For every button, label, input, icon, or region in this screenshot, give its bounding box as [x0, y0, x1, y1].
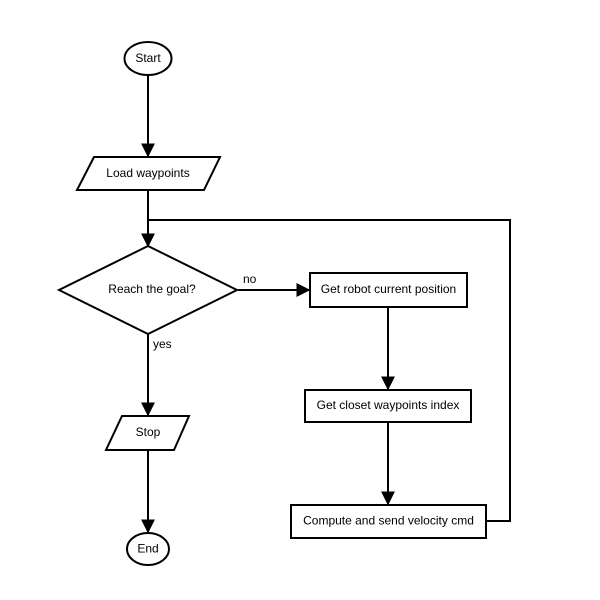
edge-label-yes: yes: [153, 337, 172, 351]
get-position-node: Get robot current position: [309, 272, 468, 308]
compute-velocity-label: Compute and send velocity cmd: [303, 514, 474, 528]
edge-label-no: no: [243, 272, 257, 286]
start-label: Start: [135, 51, 161, 65]
load-waypoints-node: Load waypoints: [75, 156, 222, 191]
reach-goal-decision: Reach the goal?: [56, 244, 240, 336]
end-label: End: [137, 542, 158, 556]
get-index-label: Get closet waypoints index: [317, 398, 460, 412]
get-position-label: Get robot current position: [321, 282, 456, 296]
load-waypoints-label: Load waypoints: [106, 166, 189, 180]
edge-loop-back: [148, 219, 511, 522]
end-node: End: [126, 532, 170, 566]
stop-node: Stop: [104, 415, 191, 451]
start-node: Start: [123, 41, 173, 76]
reach-goal-label: Reach the goal?: [108, 282, 196, 296]
compute-velocity-node: Compute and send velocity cmd: [290, 504, 487, 539]
stop-label: Stop: [136, 425, 161, 439]
get-index-node: Get closet waypoints index: [304, 389, 472, 423]
